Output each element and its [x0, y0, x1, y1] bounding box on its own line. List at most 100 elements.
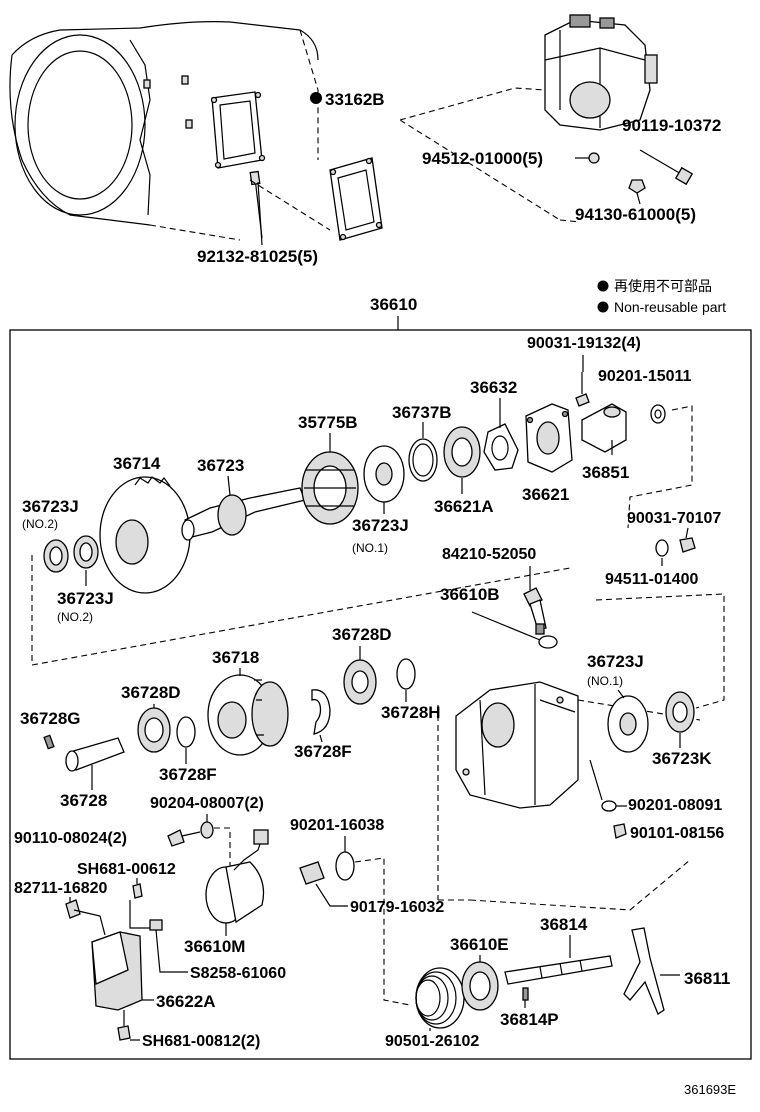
label-36728D-top: 36728D	[332, 625, 392, 644]
label-assembly-36610: 36610	[370, 295, 417, 314]
label-36811: 36811	[684, 969, 730, 988]
washer-94511	[655, 539, 669, 557]
label-36728D-left: 36728D	[121, 683, 181, 702]
label-94511-01400: 94511-01400	[605, 571, 699, 588]
bearing-36728D-left	[137, 707, 171, 753]
label-36728: 36728	[60, 791, 107, 810]
bracket-82711	[65, 899, 81, 919]
label-36723J-c: 36723J	[57, 589, 114, 608]
housing-36851	[581, 403, 627, 455]
cover-36621	[525, 403, 573, 473]
label-90201-15011: 90201-15011	[598, 368, 692, 385]
seal-36610E	[461, 961, 499, 1011]
sensor-84210-52050	[523, 587, 547, 635]
label-36718: 36718	[212, 648, 259, 667]
fork-36811	[623, 927, 665, 1015]
shaft-36728	[65, 737, 125, 772]
label-92132-81025: 92132-81025(5)	[197, 247, 318, 266]
screw-SH681-00812	[117, 1025, 131, 1041]
label-90204-08007: 90204-08007(2)	[150, 795, 264, 812]
label-36723K: 36723K	[652, 749, 712, 768]
connector-S8258	[149, 919, 163, 931]
label-no2-a: (NO.2)	[22, 517, 58, 531]
label-90119-10372: 90119-10372	[622, 116, 721, 135]
label-36621A: 36621A	[434, 497, 494, 516]
label-90201-16038: 90201-16038	[290, 817, 384, 834]
label-36814: 36814	[540, 915, 588, 934]
transfer-case-housing	[455, 681, 579, 809]
label-no1-d: (NO.1)	[587, 674, 623, 688]
plug-90101-08156	[613, 823, 627, 839]
label-36723J-a: 36723J	[22, 497, 79, 516]
shaft-36814	[504, 955, 613, 985]
snap-ring-36728F-b	[311, 689, 331, 735]
label-90101-08156: 90101-08156	[630, 825, 724, 842]
label-S8258-61060: S8258-61060	[190, 965, 286, 982]
bolt-90031-19132	[575, 372, 590, 407]
needle-bearing-36723J-no2	[43, 535, 99, 573]
nut-90031-70107	[679, 537, 696, 553]
label-36622A: 36622A	[156, 992, 216, 1011]
label-36610M: 36610M	[184, 937, 245, 956]
label-36723J-d: 36723J	[587, 652, 644, 671]
gear-36718	[207, 674, 289, 756]
label-36632: 36632	[470, 378, 517, 397]
label-36814P: 36814P	[500, 1010, 559, 1029]
nut-94130	[628, 179, 646, 194]
seal-36723K	[665, 691, 695, 733]
washer-90201-16038	[335, 851, 355, 881]
legend: 再使用不可部品 Non-reusable part	[597, 278, 726, 315]
transmission-case-drawing	[9, 21, 319, 241]
gasket-33162B	[329, 157, 383, 241]
label-36723J-b: 36723J	[352, 516, 409, 535]
bolt-90110-08024	[167, 829, 201, 847]
label-90201-08091: 90201-08091	[628, 797, 722, 814]
o-ring-36610B	[538, 635, 558, 649]
label-36723: 36723	[197, 456, 244, 475]
label-84210-52050: 84210-52050	[442, 546, 536, 563]
washer-94512	[588, 152, 600, 164]
label-36714: 36714	[113, 454, 161, 473]
bearing-36621A	[443, 426, 481, 478]
label-90110-08024: 90110-08024(2)	[14, 830, 127, 847]
label-36728F-b: 36728F	[294, 742, 352, 761]
label-36728H: 36728H	[381, 703, 441, 722]
washer-90204-08007	[200, 821, 214, 839]
label-36728F-a: 36728F	[159, 765, 217, 784]
washer-90201-08091	[601, 800, 617, 812]
shaft-36723	[181, 487, 306, 541]
label-36610E: 36610E	[450, 935, 509, 954]
ring-36728H	[396, 658, 416, 690]
label-82711-16820: 82711-16820	[14, 880, 108, 897]
label-SH681-00812: SH681-00812(2)	[142, 1033, 260, 1050]
label-33162B: 33162B	[325, 90, 385, 109]
legend-jp-text: 再使用不可部品	[614, 278, 712, 294]
label-no2-c: (NO.2)	[57, 610, 93, 624]
non-reusable-bullet-icon	[597, 280, 609, 292]
screw-SH681-00612	[132, 883, 143, 899]
label-90031-70107: 90031-70107	[627, 510, 721, 527]
non-reusable-bullet-icon	[597, 301, 609, 313]
diagram-code: 361693E	[684, 1082, 736, 1097]
label-36737B: 36737B	[392, 403, 452, 422]
legend-en-text: Non-reusable part	[614, 299, 726, 315]
spring-90501-26102	[415, 967, 465, 1029]
gear-36714	[99, 476, 191, 594]
label-90501-26102: 90501-26102	[385, 1033, 479, 1050]
label-36621: 36621	[522, 485, 569, 504]
label-SH681-00612: SH681-00612	[77, 861, 176, 878]
label-no1-b: (NO.1)	[352, 541, 388, 555]
label-36610B: 36610B	[440, 585, 500, 604]
label-94130-61000: 94130-61000(5)	[575, 205, 696, 224]
nut-90179-16032	[299, 861, 325, 885]
pin-36814P	[522, 987, 529, 1001]
washer-90201-15011	[650, 404, 666, 424]
label-94512-01000: 94512-01000(5)	[422, 149, 543, 168]
label-90179-16032: 90179-16032	[350, 899, 444, 916]
spacer-36728G	[43, 734, 55, 750]
motor-36610M	[205, 829, 269, 924]
assembly-frame	[9, 329, 752, 1060]
label-90031-19132: 90031-19132(4)	[527, 335, 641, 352]
bolt-90119	[639, 149, 694, 186]
